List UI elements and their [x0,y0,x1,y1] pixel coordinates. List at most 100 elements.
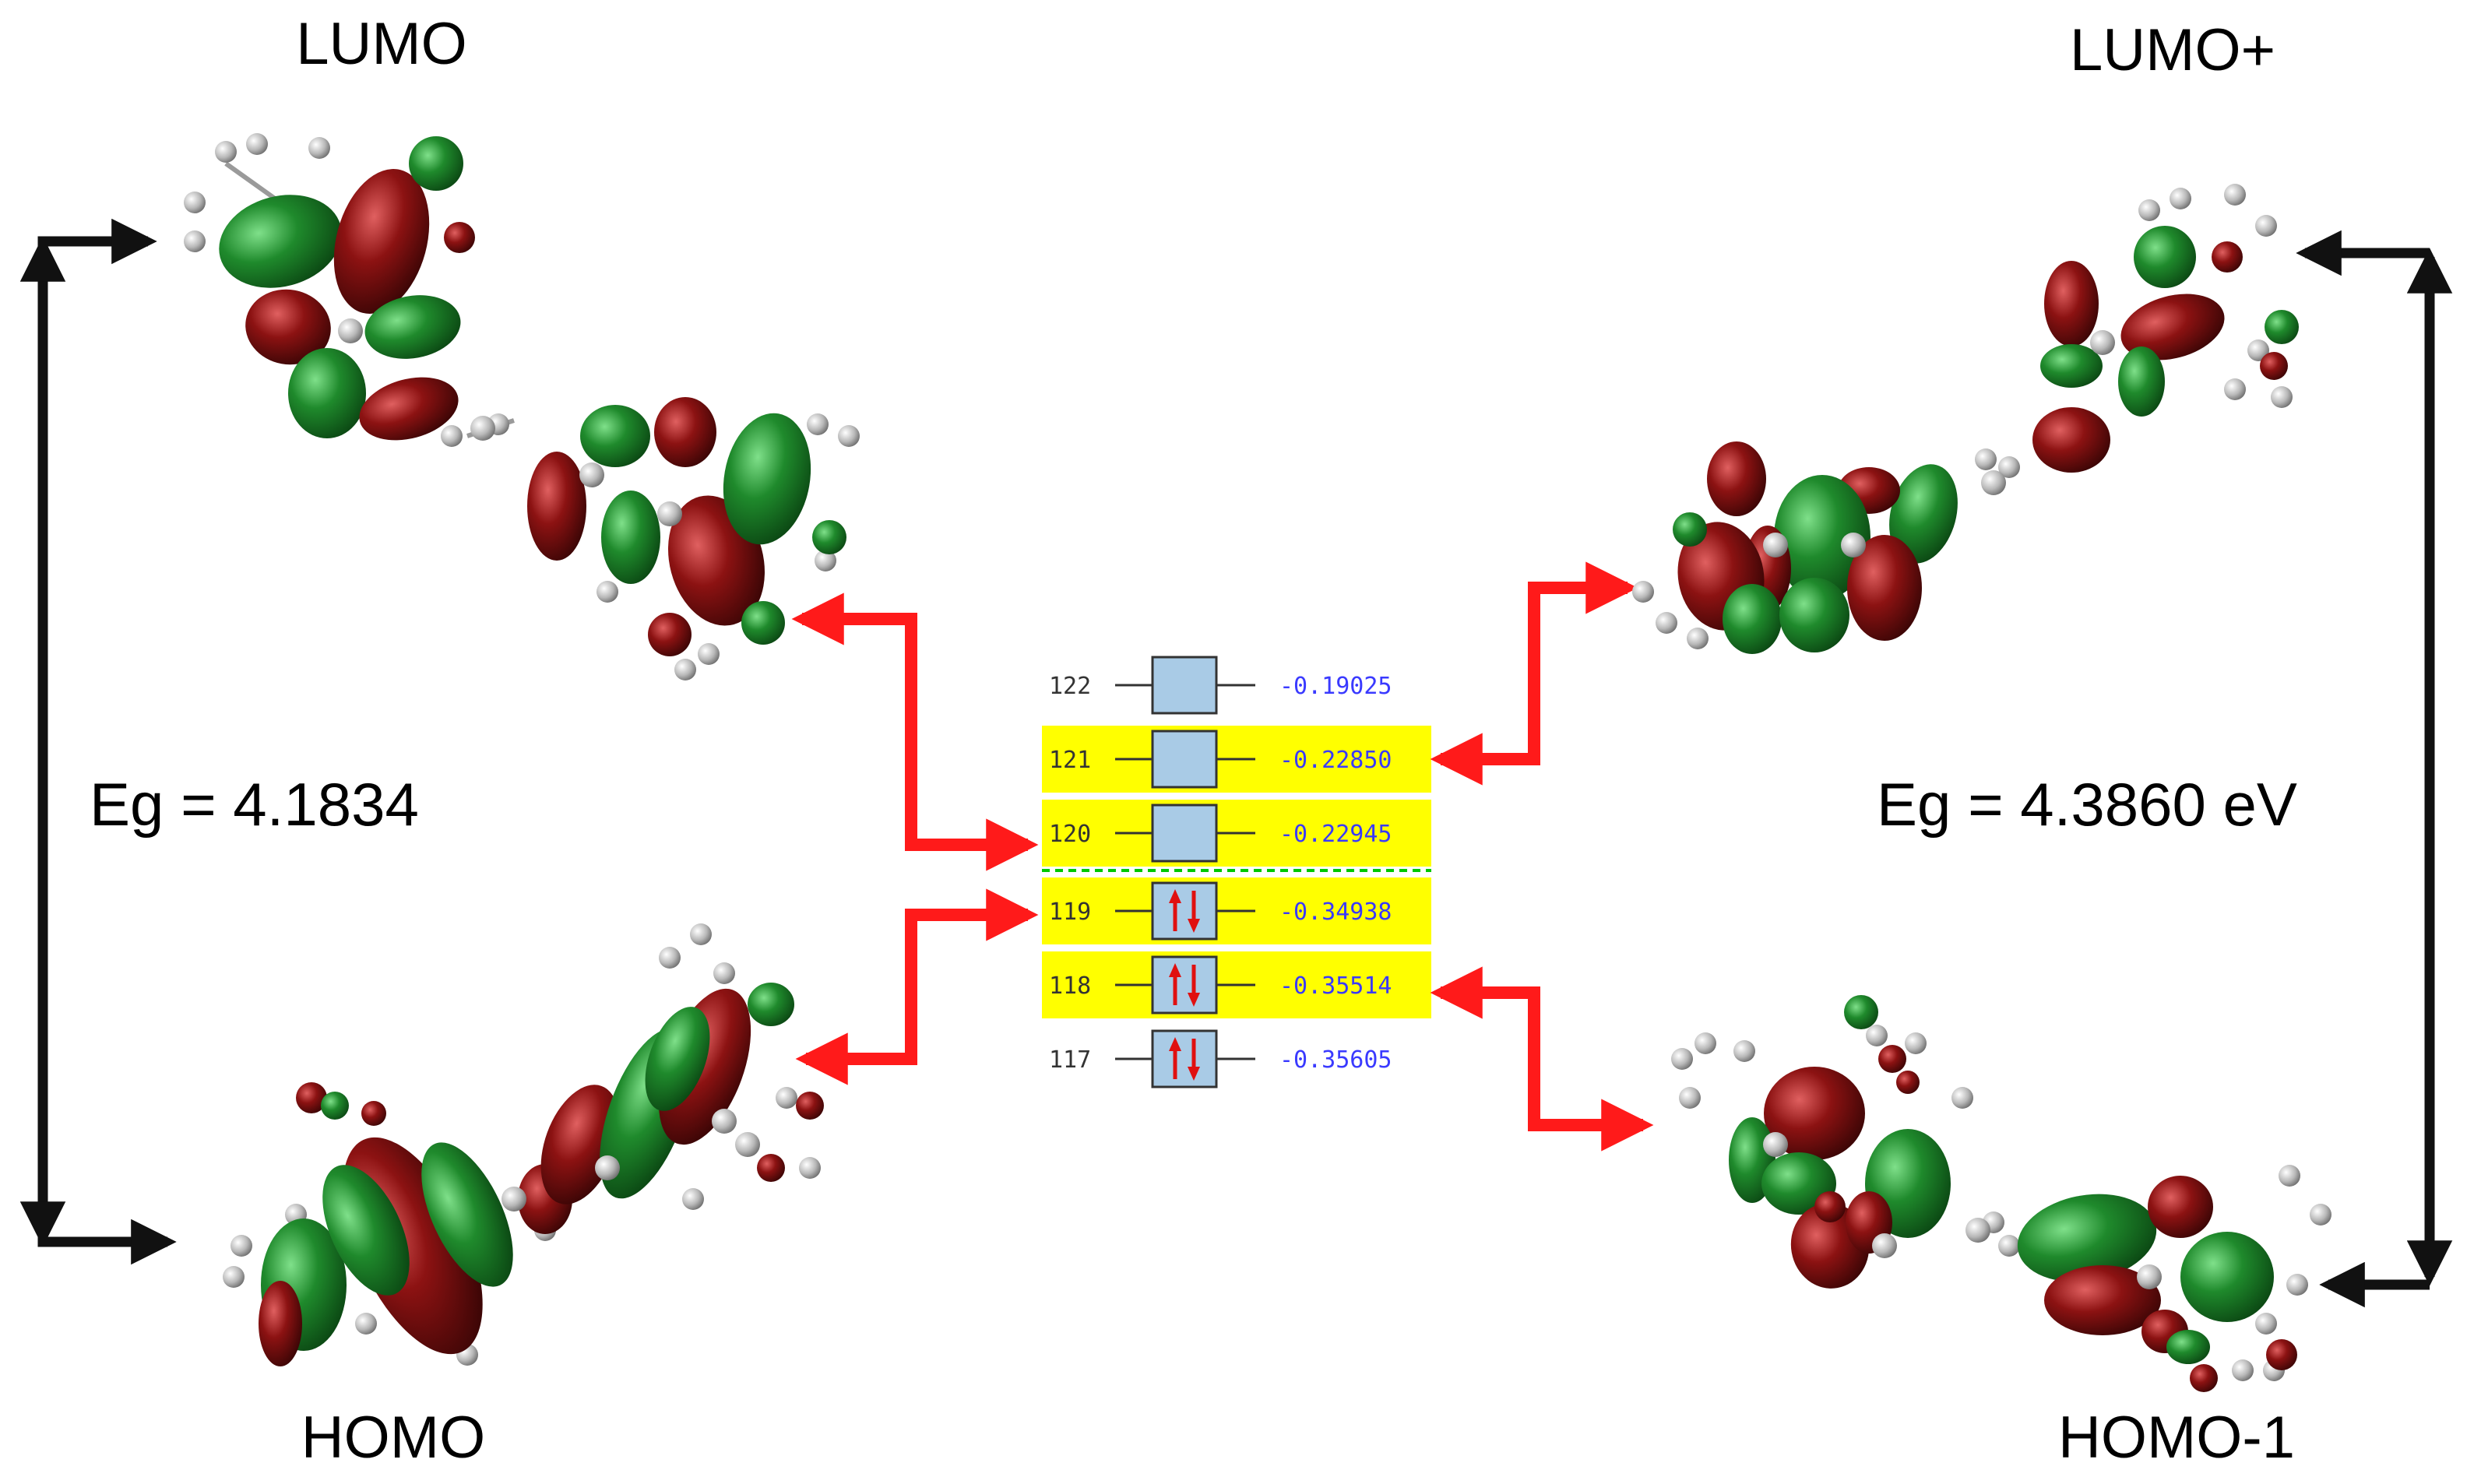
orbital-lobe-negative [2148,1176,2213,1238]
atom-sphere [807,413,829,435]
orbital-lobe-positive [812,520,846,554]
atom-sphere [308,137,330,159]
atom-sphere [690,923,712,945]
atom-sphere [223,1266,245,1288]
orbital-lobe-positive [2134,226,2196,288]
orbital-level-box [1151,955,1218,1015]
atom-sphere [597,581,618,603]
orbital-lobe-negative [359,377,459,441]
level-energy-value: -0.22850 [1279,747,1392,774]
orbital-level-box [1151,881,1218,941]
lumo-orbital-image [184,133,860,680]
bond-line [224,161,282,205]
atom-sphere [659,947,681,969]
orbital-lobe-negative [1847,535,1922,641]
atom-sphere [1965,1218,1990,1243]
atom-sphere [2232,1359,2254,1381]
orbital-lobe-positive [219,195,342,288]
atom-sphere [246,133,268,155]
atom-sphere [231,1235,252,1257]
orbital-lobe-negative [296,1082,327,1113]
atom-sphere [1998,1235,2020,1257]
atom-sphere [2271,386,2293,408]
atom-sphere [2247,339,2269,361]
orbital-lobe-positive [723,413,811,545]
atom-sphere [698,643,720,665]
level-index-label: 119 [1049,898,1091,926]
orbital-lobe-positive [409,136,463,191]
atom-sphere [1866,1025,1888,1046]
orbital-lobe-positive [645,1007,710,1111]
atom-sphere [501,1187,526,1211]
orbital-lobe-negative [2032,407,2110,473]
orbital-lobe-negative [1764,1067,1865,1160]
atom-sphere [815,550,836,571]
atom-sphere [1687,628,1709,649]
orbital-lobe-negative [333,169,430,314]
atom-sphere [1905,1032,1927,1054]
orbital-lobe-positive [421,1142,513,1287]
left-gap-bracket [19,218,177,1265]
atom-sphere [712,1109,737,1134]
homo-orbital-image [223,923,824,1366]
atom-sphere [1981,470,2006,495]
orbital-lobe-negative [361,1101,386,1126]
orbital-level-box [1151,804,1218,863]
atom-sphere [215,141,237,163]
orbital-lobe-positive [2265,310,2299,344]
lumo-label: LUMO [296,11,467,77]
orbital-lobe-positive [748,983,794,1026]
atom-sphere [184,230,206,252]
atom-sphere [1951,1087,1973,1109]
orbital-lobe-negative [757,1154,785,1182]
orbital-lobe-positive [1889,464,1958,564]
orbital-lobe-negative [796,1092,824,1120]
energy-level-row: 120-0.22945 [1042,800,1431,867]
atom-sphere [1679,1087,1701,1109]
atom-sphere [1763,533,1788,557]
orbital-lobe-positive [322,1165,410,1296]
level-index-label: 122 [1049,673,1091,700]
level-energy-value: -0.35605 [1279,1046,1392,1074]
level-energy-value: -0.35514 [1279,972,1392,1000]
atom-sphere [1632,581,1654,603]
level-energy-value: -0.22945 [1279,821,1392,848]
energy-level-row: 119-0.34938 [1042,877,1431,944]
atom-sphere [595,1155,620,1180]
orbital-level-box [1151,1029,1218,1088]
orbital-lobe-positive [2180,1232,2274,1322]
level-index-label: 121 [1049,747,1091,774]
atom-sphere [1872,1233,1897,1258]
energy-level-row: 117-0.35605 [1049,1029,1392,1088]
homo-label: HOMO [301,1405,485,1471]
homo-minus-1-connector-arrow [1430,966,1654,1152]
orbital-lobe-positive [364,295,461,359]
atom-sphere [1998,456,2020,478]
orbital-lobe-negative [2266,1339,2297,1370]
atom-sphere [1694,1032,1716,1054]
orbital-lobe-positive [2118,346,2165,417]
atom-sphere [674,659,696,680]
level-index-label: 118 [1049,972,1091,1000]
atom-sphere [799,1157,821,1179]
atom-sphere [2279,1165,2300,1187]
orbital-lobe-negative [2212,241,2243,273]
atom-sphere [2137,1264,2162,1289]
atom-sphere [2224,184,2246,206]
lumo-connector-arrow [791,593,1039,871]
atom-sphere [338,318,363,343]
orbital-lobe-positive [1673,512,1707,547]
atom-sphere [2255,215,2277,237]
orbital-lobe-negative [444,222,475,253]
orbital-lobe-positive [741,601,785,645]
electron-spin-pair-icon [1169,1037,1200,1081]
orbital-lobe-positive [1774,475,1870,600]
left-energy-gap-label: Eg = 4.1834 [90,770,419,839]
energy-level-row: 121 -0.22850 [1042,726,1431,793]
orbital-lobe-negative [259,1281,302,1366]
orbital-lobe-negative [2190,1364,2218,1392]
atom-sphere [579,462,604,487]
red-connector-arrows [791,561,1654,1152]
atom-sphere [682,1188,704,1210]
